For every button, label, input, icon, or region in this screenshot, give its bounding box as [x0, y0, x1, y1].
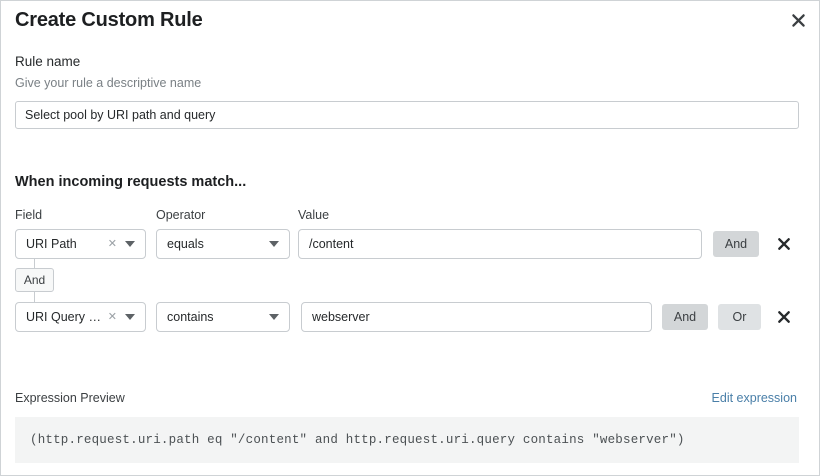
connector-line-top	[34, 259, 35, 269]
chevron-down-icon[interactable]	[125, 241, 135, 247]
operator-select-value-0: equals	[167, 237, 204, 251]
column-header-value: Value	[298, 208, 330, 222]
connector-line-bottom	[34, 292, 35, 302]
field-select-0[interactable]: URI Path ✕	[15, 229, 146, 259]
rule-name-input[interactable]	[15, 101, 799, 129]
value-input-1[interactable]	[301, 302, 652, 332]
close-icon	[778, 311, 790, 323]
expression-preview-text: (http.request.uri.path eq "/content" and…	[30, 433, 685, 447]
field-select-value-0: URI Path	[26, 237, 77, 251]
delete-row-button-1[interactable]	[774, 307, 794, 327]
conditions-section-heading: When incoming requests match...	[15, 174, 247, 190]
edit-expression-link[interactable]: Edit expression	[711, 391, 797, 405]
value-input-0[interactable]	[298, 229, 702, 259]
chevron-down-icon[interactable]	[125, 314, 135, 320]
rule-name-label: Rule name	[15, 54, 81, 69]
rule-name-description: Give your rule a descriptive name	[15, 76, 202, 90]
expression-preview-panel: (http.request.uri.path eq "/content" and…	[15, 417, 799, 463]
operator-select-value-1: contains	[167, 310, 214, 324]
close-small-icon[interactable]: ✕	[107, 237, 117, 250]
row-and-button-0[interactable]: And	[713, 231, 759, 257]
delete-row-button-0[interactable]	[774, 234, 794, 254]
dialog-title: Create Custom Rule	[15, 9, 203, 31]
operator-select-1[interactable]: contains	[156, 302, 290, 332]
column-header-operator: Operator	[156, 208, 206, 222]
close-icon	[791, 13, 805, 27]
field-select-1[interactable]: URI Query St... ✕	[15, 302, 146, 332]
chevron-down-icon[interactable]	[269, 241, 279, 247]
column-header-field: Field	[15, 208, 43, 222]
chevron-down-icon[interactable]	[269, 314, 279, 320]
close-small-icon[interactable]: ✕	[107, 310, 117, 323]
close-icon	[778, 238, 790, 250]
expression-preview-label: Expression Preview	[15, 391, 125, 405]
row-and-button-1[interactable]: And	[662, 304, 708, 330]
connector-and-button[interactable]: And	[15, 268, 54, 292]
row-or-button-1[interactable]: Or	[718, 304, 761, 330]
close-dialog-button[interactable]	[785, 7, 811, 33]
field-select-value-1: URI Query St...	[26, 310, 104, 324]
operator-select-0[interactable]: equals	[156, 229, 290, 259]
